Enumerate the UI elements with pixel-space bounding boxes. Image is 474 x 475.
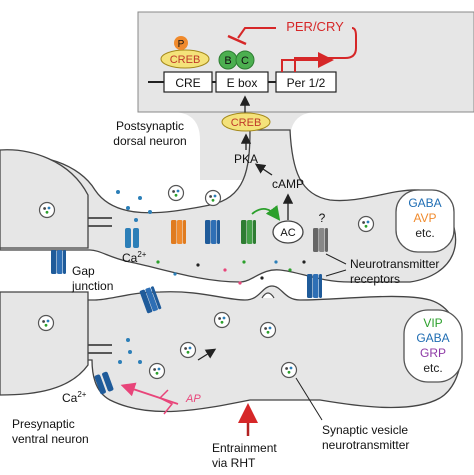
camp-label: cAMP bbox=[272, 177, 304, 191]
per12-box bbox=[275, 71, 337, 93]
nt-receptors-label-line2: receptors bbox=[350, 272, 400, 286]
ap-label: AP bbox=[185, 393, 201, 405]
calcium-channel-top bbox=[125, 228, 139, 248]
ebox-box bbox=[215, 71, 269, 93]
presynaptic-label-line2: ventral neuron bbox=[12, 432, 89, 446]
entrainment-label-line2: via RHT bbox=[212, 456, 256, 470]
creb-cytoplasm-label: CREB bbox=[231, 117, 262, 129]
synaptic-vesicle-label-line2: neurotransmitter bbox=[322, 438, 409, 452]
calcium-channel-bottom bbox=[94, 371, 114, 395]
cre-box bbox=[163, 71, 213, 93]
ca-label-bottom: Ca2+ bbox=[62, 390, 87, 405]
box-top-etc: etc. bbox=[415, 226, 434, 240]
presynaptic-neuron bbox=[0, 285, 463, 413]
receptor-orange bbox=[171, 220, 186, 244]
receptor-green bbox=[241, 220, 256, 244]
ac-enzyme bbox=[272, 220, 304, 244]
nt-box-bottom bbox=[403, 309, 463, 383]
postsynaptic-label-line1: Postsynaptic bbox=[116, 119, 184, 133]
calcium-ions-top bbox=[116, 190, 152, 222]
ca-label-top: Ca2+ bbox=[122, 250, 147, 265]
bmal-label: B bbox=[224, 55, 231, 67]
per12-label: Per 1/2 bbox=[287, 76, 326, 90]
action-potential-arrow bbox=[120, 382, 179, 405]
creb-nucleus-label: CREB bbox=[170, 54, 201, 66]
gap-junction-top bbox=[88, 217, 112, 227]
postsynaptic-label-line2: dorsal neuron bbox=[113, 134, 186, 148]
synaptic-vesicle-label-line1: Synaptic vesicle bbox=[322, 423, 408, 437]
clock-circle bbox=[235, 50, 255, 70]
receptor-blue-left bbox=[51, 250, 66, 274]
receptor-blue-pre-right bbox=[307, 274, 322, 298]
receptor-gray bbox=[313, 228, 328, 252]
per-cry-label: PER/CRY bbox=[286, 19, 344, 34]
nucleus-border bbox=[137, 11, 474, 113]
nt-box-top bbox=[395, 189, 455, 253]
per-cry-inhibition bbox=[237, 27, 276, 39]
nt-receptor-pointer-1 bbox=[325, 253, 347, 265]
calcium-ions-bottom bbox=[118, 338, 142, 364]
exocytosis bbox=[261, 292, 275, 299]
nucleus-region bbox=[138, 12, 474, 180]
per-transcription-arrow bbox=[281, 52, 334, 72]
gap-junction-label-line1: Gap bbox=[72, 264, 95, 278]
ac-label: AC bbox=[280, 227, 295, 239]
inhibition-bar bbox=[227, 34, 247, 46]
creb-nucleus-oval bbox=[160, 49, 210, 69]
p-phospho bbox=[174, 36, 188, 50]
creb-cytoplasm-oval bbox=[221, 112, 271, 132]
box-bottom-gaba: GABA bbox=[416, 331, 449, 345]
entrainment-label-line1: Entrainment bbox=[212, 441, 277, 455]
camp-to-pka-arrow bbox=[254, 163, 273, 176]
clock-label: C bbox=[241, 55, 249, 67]
ebox-label: E box bbox=[227, 76, 258, 90]
box-top-gaba: GABA bbox=[408, 196, 441, 210]
nt-receptor-pointer-2 bbox=[325, 269, 347, 277]
cleft-dots bbox=[156, 260, 306, 285]
action-potential-squiggle bbox=[158, 389, 174, 415]
question-mark: ? bbox=[319, 211, 326, 225]
box-bottom-vip: VIP bbox=[423, 316, 442, 330]
presynaptic-label-line1: Presynaptic bbox=[12, 417, 75, 431]
g-protein-arrow bbox=[251, 205, 281, 221]
left-neuron-upper bbox=[0, 149, 89, 249]
left-neuron-lower bbox=[0, 291, 89, 396]
gap-junction-bottom bbox=[88, 344, 112, 354]
nt-receptors-label-line1: Neurotransmitter bbox=[350, 257, 439, 271]
vesicle-movement-arrow bbox=[197, 348, 217, 361]
per-cry-feedback-arrow bbox=[294, 27, 357, 72]
pka-label: PKA bbox=[234, 152, 258, 166]
box-bottom-grp: GRP bbox=[420, 346, 446, 360]
receptor-blue-mid bbox=[205, 220, 220, 244]
box-top-avp: AVP bbox=[413, 211, 436, 225]
p-label: P bbox=[178, 39, 185, 50]
synaptic-vesicle-pointer bbox=[295, 377, 323, 421]
cre-label: CRE bbox=[175, 76, 200, 90]
gap-junction-label-line2: junction bbox=[71, 279, 113, 293]
box-bottom-etc: etc. bbox=[423, 361, 442, 375]
